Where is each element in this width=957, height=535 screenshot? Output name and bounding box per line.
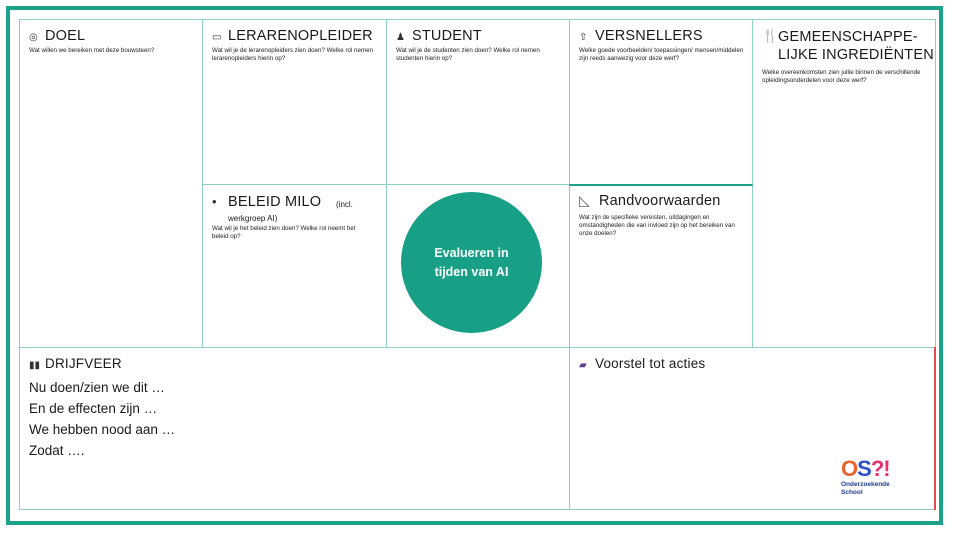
beleid-block[interactable]: • BELEID MILO (incl. werkgroep AI) Wat w… (202, 184, 387, 348)
whiteboard-icon: ▭ (212, 32, 222, 43)
randvoorwaarden-description: Wat zijn de specifieke vereisten, uitdag… (579, 214, 735, 237)
versnellers-description: Welke goede voorbeelden/ toepassingen/ m… (579, 47, 744, 62)
student-header: ♟ STUDENT (396, 28, 482, 44)
red-edge-line (934, 347, 936, 510)
versnellers-header: ⇧ VERSNELLERS (579, 28, 703, 44)
drijfveer-lines: Nu doen/zien we dit … En de effecten zij… (29, 377, 175, 461)
onderzoekende-school-logo: OS?! Onderzoekende School (841, 456, 911, 497)
lerarenopleider-header: ▭ LERARENOPLEIDER (212, 28, 373, 44)
student-icon: ♟ (396, 32, 405, 43)
drijfveer-line-4: Zodat …. (29, 443, 85, 458)
beleid-header: • BELEID MILO (212, 194, 325, 210)
randvoorwaarden-block[interactable]: ◺ Randvoorwaarden Wat zijn de specifieke… (569, 184, 753, 348)
target-icon: ◎ (29, 32, 38, 43)
drijfveer-title: DRIJFVEER (45, 356, 122, 371)
logo-mark: OS?! (841, 456, 891, 481)
voorstel-header: ▰ Voorstel tot acties (579, 356, 705, 371)
student-description: Wat wil je de studenten zien doen? Welke… (396, 47, 540, 62)
versnellers-title: VERSNELLERS (595, 28, 703, 44)
drijfveer-header: ▮▮ DRIJFVEER (29, 356, 122, 371)
lerarenopleider-block[interactable]: ▭ LERARENOPLEIDER Wat wil je de lerareno… (202, 19, 387, 185)
rocket-icon: ⇧ (579, 32, 588, 43)
drijfveer-line-1: Nu doen/zien we dit … (29, 380, 165, 395)
randvoorwaarden-title: Randvoorwaarden (599, 193, 721, 209)
doel-description: Wat willen we bereiken met deze bouwstee… (29, 47, 155, 54)
chart-icon: ▮▮ (29, 360, 41, 371)
student-block[interactable]: ♟ STUDENT Wat wil je de studenten zien d… (386, 19, 570, 185)
beleid-description: Wat wil je het beleid zien doen? Welke r… (212, 225, 356, 240)
doel-block[interactable]: ◎ DOEL Wat willen we bereiken met deze b… (19, 19, 203, 348)
student-title: STUDENT (412, 28, 482, 44)
logo-line-1: Onderzoekende (841, 481, 890, 488)
versnellers-block[interactable]: ⇧ VERSNELLERS Welke goede voorbeelden/ t… (569, 19, 753, 185)
drijfveer-line-2: En de effecten zijn … (29, 401, 158, 416)
gemeenschappelijke-title: GEMEENSCHAPPE-LIJKE INGREDIËNTEN (778, 29, 934, 63)
lerarenopleider-description: Wat wil je de lerarenopleiders zien doen… (212, 47, 373, 62)
voorstel-title: Voorstel tot acties (595, 356, 706, 371)
beleid-title: BELEID MILO (228, 194, 322, 210)
gemeenschappelijke-description: Welke overeenkomsten zien jullie binnen … (762, 69, 921, 84)
beleid-subtitle: (incl. werkgroep AI) (228, 198, 378, 226)
gemeenschappelijke-header: 🍴 GEMEENSCHAPPE-LIJKE INGREDIËNTEN (762, 28, 934, 64)
canvas-frame (6, 6, 943, 525)
central-topic-circle[interactable]: Evalueren in tijden van AI (401, 192, 542, 333)
doel-header: ◎ DOEL (29, 28, 85, 44)
logo-line-2: School (841, 489, 863, 496)
ruler-triangle-icon: ◺ (579, 192, 590, 208)
drijfveer-block[interactable]: ▮▮ DRIJFVEER Nu doen/zien we dit … En de… (19, 347, 570, 510)
bullet-icon: • (212, 194, 217, 209)
central-topic-text: Evalueren in tijden van AI (434, 245, 509, 279)
beleid-subtitle-text: (incl. werkgroep AI) (228, 200, 353, 223)
clapperboard-icon: ▰ (579, 360, 587, 371)
randvoorwaarden-header: ◺ Randvoorwaarden (579, 192, 721, 209)
doel-title: DOEL (45, 28, 86, 44)
gemeenschappelijke-block[interactable]: 🍴 GEMEENSCHAPPE-LIJKE INGREDIËNTEN Welke… (752, 19, 936, 348)
lerarenopleider-title: LERARENOPLEIDER (228, 28, 373, 44)
drijfveer-line-3: We hebben nood aan … (29, 422, 176, 437)
cutlery-icon: 🍴 (762, 28, 779, 43)
